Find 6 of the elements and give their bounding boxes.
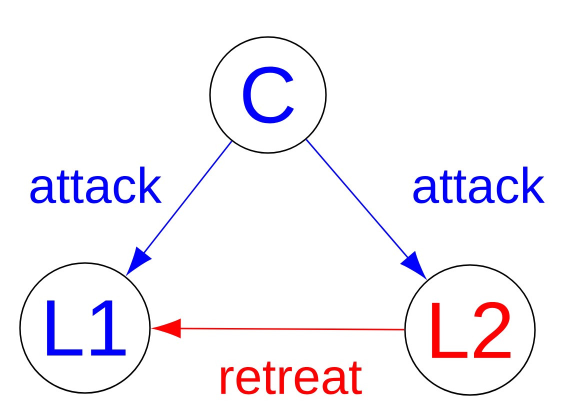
arrow bbox=[306, 139, 426, 278]
edge-label: attack bbox=[410, 166, 546, 204]
arrow bbox=[153, 318, 404, 338]
edge-label: attack bbox=[27, 166, 163, 204]
edge-label: retreat bbox=[216, 360, 364, 396]
arrow bbox=[127, 140, 232, 274]
